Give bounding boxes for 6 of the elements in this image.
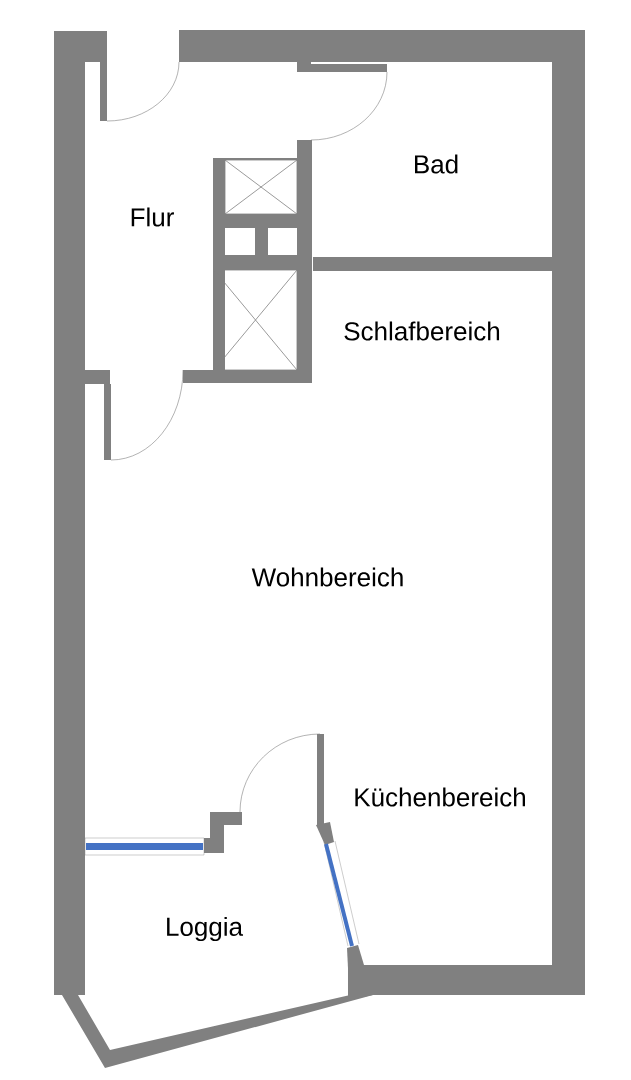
room-label: Loggia (167, 916, 243, 942)
room-label: Flur (131, 207, 174, 227)
room-label: Wohnbereich (251, 567, 403, 587)
room-label: Bad (415, 154, 458, 174)
room-label: Schlafbereich (344, 321, 500, 341)
room-label: Küchenbereich (355, 787, 525, 807)
